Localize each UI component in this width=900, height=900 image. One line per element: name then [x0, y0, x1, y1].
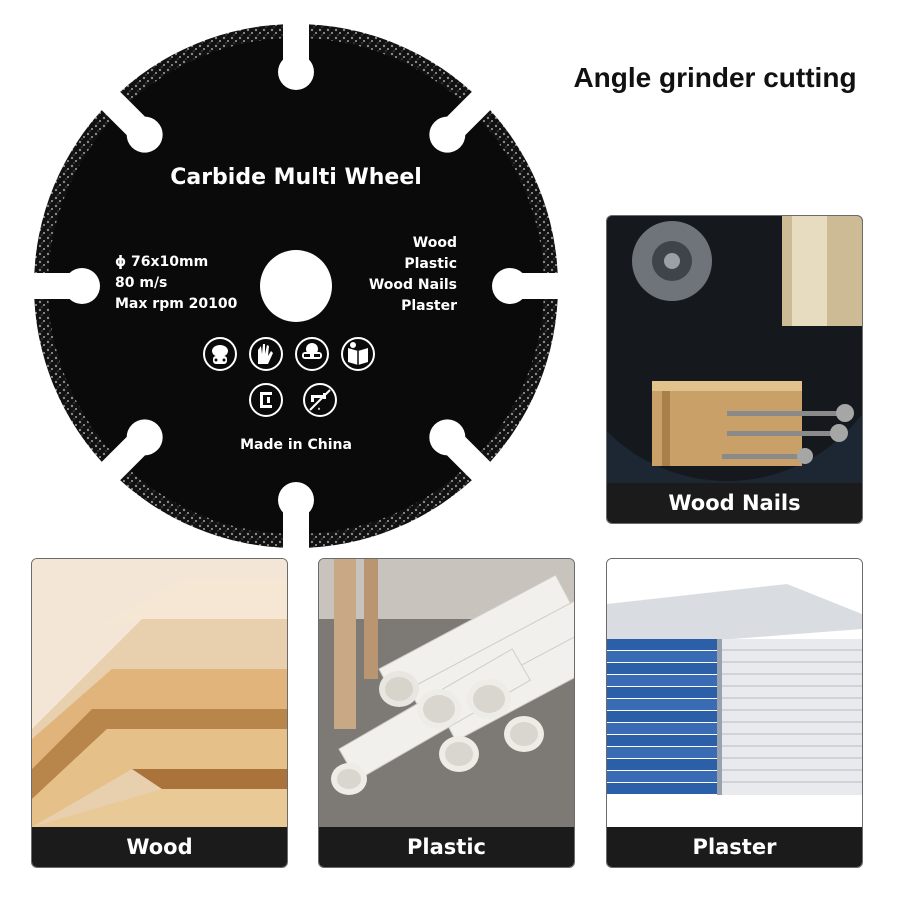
safety-goggles-icon — [294, 336, 330, 372]
photo-plastic — [319, 559, 574, 827]
spec-speed: 80 m/s — [115, 275, 168, 291]
made-in-label: Made in China — [240, 437, 352, 453]
no-water-icon — [302, 382, 338, 418]
card-wood: Wood — [31, 558, 288, 868]
blade-title: Carbide Multi Wheel — [170, 165, 422, 190]
blade-specs: ϕ 76x10mm 80 m/s Max rpm 20100 — [115, 252, 237, 315]
material-plastic: Plastic — [404, 256, 457, 272]
photo-wood-nails — [607, 216, 862, 483]
blade-graphic — [30, 20, 562, 552]
clamp-workpiece-icon — [248, 382, 284, 418]
caption-wood-nails: Wood Nails — [607, 483, 862, 523]
respirator-mask-icon — [202, 336, 238, 372]
caption-plaster: Plaster — [607, 827, 862, 867]
caption-wood: Wood — [32, 827, 287, 867]
gloves-icon — [248, 336, 284, 372]
card-wood-nails: Wood Nails — [606, 215, 863, 524]
material-plaster: Plaster — [401, 298, 457, 314]
blade-gullets — [30, 20, 562, 552]
arbor-hole — [260, 250, 332, 322]
photo-wood — [32, 559, 287, 827]
spec-diameter: ϕ 76x10mm — [115, 254, 209, 270]
spec-max-rpm: Max rpm 20100 — [115, 296, 238, 312]
card-plastic: Plastic — [318, 558, 575, 868]
headline: Angle grinder cutting — [573, 62, 857, 93]
photo-plaster — [607, 559, 862, 827]
material-wood-nails: Wood Nails — [368, 277, 457, 293]
caption-plastic: Plastic — [319, 827, 574, 867]
card-plaster: Plaster — [606, 558, 863, 868]
blade-materials: Wood Plastic Wood Nails Plaster — [369, 233, 457, 317]
read-manual-icon — [340, 336, 376, 372]
carbide-wheel-illustration: Carbide Multi Wheel ϕ 76x10mm 80 m/s Max… — [30, 20, 562, 552]
material-wood: Wood — [412, 235, 457, 251]
